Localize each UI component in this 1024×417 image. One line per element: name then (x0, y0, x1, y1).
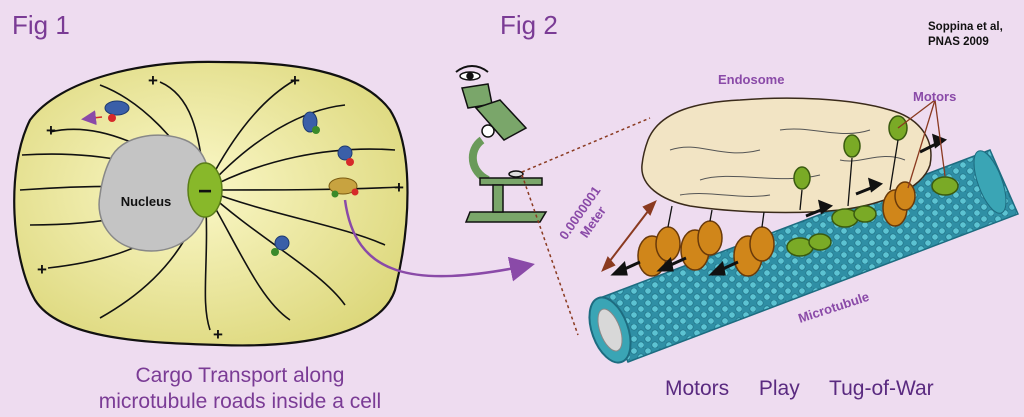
dynein-motors (637, 181, 916, 277)
citation-line2: PNAS 2009 (928, 36, 989, 48)
zoom-lines (521, 117, 651, 336)
scale-label: 0.0000001 Meter (556, 183, 609, 242)
caption-line1: Cargo Transport along (135, 364, 345, 387)
motors-label: Motors (913, 89, 956, 104)
citation-line1: Soppina et al, (928, 21, 1003, 33)
plus-sign-top-left: + (148, 71, 158, 90)
nucleus (98, 134, 211, 252)
motors-pointer-lines (897, 99, 946, 189)
play-word: Play (758, 377, 800, 400)
plus-signs: + + + + + + (37, 71, 404, 344)
minus-sign: − (198, 178, 212, 205)
motor-stalks (667, 139, 899, 228)
motor-direction-arrows (610, 133, 948, 276)
fig1-caption: Cargo Transport along microtubule roads … (40, 363, 440, 415)
mtoc-minus-end (187, 162, 223, 218)
cargo-vesicles (81, 100, 359, 256)
zoom-arrow (343, 199, 535, 282)
plus-sign-bottom: + (213, 325, 223, 344)
endosome-label: Endosome (718, 72, 784, 87)
plus-sign-bottom-left: + (37, 260, 47, 279)
cell (13, 60, 409, 347)
endosome (641, 97, 932, 214)
endosome-texture (669, 128, 906, 197)
plus-sign-top-right: + (290, 71, 300, 90)
plus-sign-right: + (394, 178, 404, 197)
citation: Soppina et al, PNAS 2009 (928, 20, 1003, 50)
motors-word: Motors (665, 377, 730, 400)
nucleus-label: Nucleus (121, 194, 172, 209)
caption-line2: microtubule roads inside a cell (98, 390, 382, 413)
tug-of-war-word: Tug-of-War (829, 377, 934, 400)
fig2-label: Fig 2 (500, 10, 558, 40)
microscope-icon (455, 65, 548, 223)
fig1-label: Fig 1 (12, 10, 70, 40)
plus-sign-left: + (46, 121, 56, 140)
scale-bar (601, 200, 657, 272)
tug-of-war-caption: Motors Play Tug-of-War (665, 377, 934, 401)
